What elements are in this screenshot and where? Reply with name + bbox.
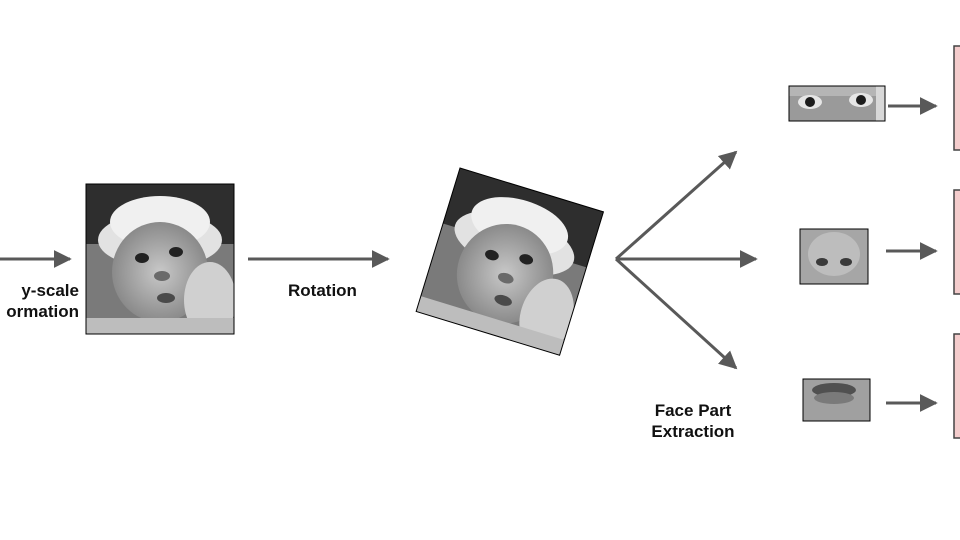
face-part-label-line1: Face Part xyxy=(654,401,732,420)
output-box-eyes xyxy=(953,45,960,151)
arrow-to-mouth xyxy=(614,257,738,370)
nose-crop-image xyxy=(800,229,868,284)
eyes-crop-frame xyxy=(788,85,886,122)
grayscale-label-line2: ormation xyxy=(6,302,79,321)
mouth-crop-image xyxy=(803,379,870,421)
face-part-extraction-label: Face Part Extraction xyxy=(638,400,748,442)
arrow-to-eyes xyxy=(615,150,738,261)
rotated-face-image xyxy=(415,167,605,356)
grayscale-face-frame xyxy=(85,183,235,335)
grayscale-label: y-scale ormation xyxy=(6,280,79,322)
grayscale-face-image xyxy=(86,184,234,334)
eyes-crop-image xyxy=(789,86,885,121)
output-box-nose xyxy=(953,189,960,295)
output-box-mouth xyxy=(953,333,960,439)
rotation-label: Rotation xyxy=(288,281,357,300)
mouth-crop-frame xyxy=(802,378,871,422)
face-part-label-line2: Extraction xyxy=(651,422,735,441)
nose-crop-frame xyxy=(799,228,869,285)
grayscale-label-line1: y-scale xyxy=(21,281,79,300)
